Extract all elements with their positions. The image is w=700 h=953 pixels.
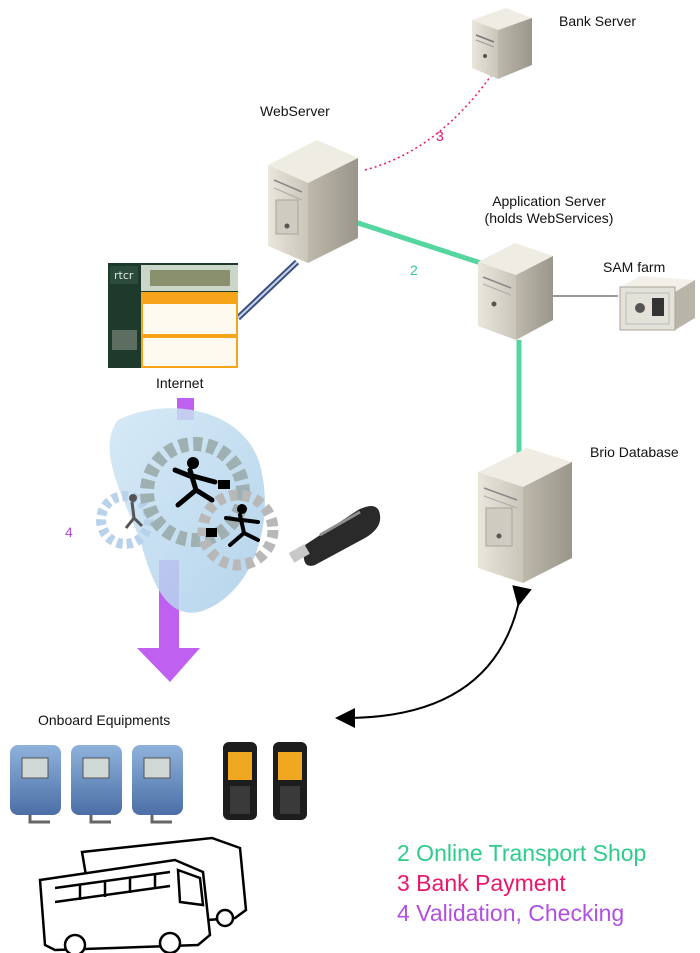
brio-database-label: Brio Database [590, 444, 679, 460]
bank-server-label: Bank Server [559, 13, 637, 29]
web-server-icon [268, 140, 358, 263]
usb-key-image [288, 506, 381, 566]
internet-webserver-link-inner [237, 261, 298, 319]
sam-farm-safe-icon [619, 276, 695, 331]
validation-link-number: 4 [65, 524, 73, 540]
bank-server-icon [472, 8, 532, 79]
website-screenshot-image: rtcr [108, 263, 238, 368]
online-shop-link-number: 2 [410, 262, 418, 278]
webserver-appserver-link [354, 219, 488, 268]
brio-database-server-icon [478, 448, 572, 583]
bus-illustration [38, 836, 248, 953]
internet-label: Internet [156, 375, 204, 391]
web-server-label: WebServer [260, 103, 330, 119]
svg-text:rtcr: rtcr [114, 269, 134, 282]
database-onboard-arrow [335, 585, 532, 728]
application-server-label-line2: (holds WebServices) [484, 209, 614, 226]
legend-online-transport-shop: 2 Online Transport Shop [397, 840, 647, 866]
application-server-icon [478, 243, 553, 340]
onboard-validator-devices [10, 745, 183, 824]
legend-validation-checking: 4 Validation, Checking [397, 900, 625, 926]
application-server-label-line1: Application Server [492, 193, 606, 209]
onboard-equipments-label: Onboard Equipments [38, 712, 171, 728]
application-server-label: Application Server (holds WebServices) [464, 193, 634, 227]
bank-payment-link-number: 3 [436, 128, 444, 144]
sam-farm-label: SAM farm [603, 259, 666, 275]
legend-bank-payment: 3 Bank Payment [397, 870, 566, 896]
handheld-terminal-devices [223, 742, 307, 820]
bank-payment-link [364, 69, 496, 171]
validation-arrow-head [137, 648, 200, 682]
validation-process-illustration [96, 408, 279, 613]
